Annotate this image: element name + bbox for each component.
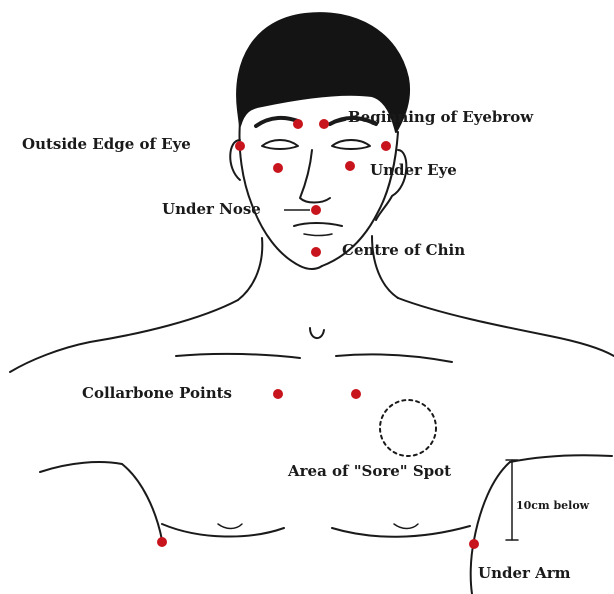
right-shoulder xyxy=(398,298,614,356)
point-under-nose xyxy=(311,205,321,215)
point-outside-eye-left xyxy=(235,141,245,151)
point-under-eye-right xyxy=(345,161,355,171)
point-centre-of-chin xyxy=(311,247,321,257)
right-nipple xyxy=(394,524,418,529)
point-under-arm-left xyxy=(157,537,167,547)
mouth xyxy=(294,223,342,226)
left-pectoral xyxy=(162,524,284,537)
point-under-arm-right xyxy=(469,539,479,549)
right-arm-outer xyxy=(510,455,612,462)
point-eyebrow-right xyxy=(319,119,329,129)
label-centre-of-chin: Centre of Chin xyxy=(342,243,465,258)
point-eyebrow-left xyxy=(293,119,303,129)
point-outside-eye-right xyxy=(381,141,391,151)
right-collarbone xyxy=(336,354,452,362)
lower-lip xyxy=(304,234,332,236)
left-arm-inner xyxy=(122,464,162,540)
left-arm-outer xyxy=(40,462,122,472)
label-under-eye: Under Eye xyxy=(370,163,457,178)
point-collarbone-right xyxy=(351,389,361,399)
left-nipple xyxy=(218,524,242,529)
neck-left xyxy=(238,238,262,300)
chin xyxy=(300,266,322,269)
point-collarbone-left xyxy=(273,389,283,399)
left-eye xyxy=(262,140,298,149)
nose xyxy=(300,150,330,203)
face-outline-left xyxy=(240,122,301,266)
throat-notch xyxy=(310,328,324,338)
label-outside-edge-of-eye: Outside Edge of Eye xyxy=(22,137,191,152)
label-collarbone-points: Collarbone Points xyxy=(82,386,232,401)
left-collarbone xyxy=(176,354,300,358)
label-under-arm: Under Arm xyxy=(478,566,571,581)
left-shoulder xyxy=(10,300,238,372)
label-area-of-sore-spot: Area of "Sore" Spot xyxy=(288,464,451,479)
point-under-eye-left xyxy=(273,163,283,173)
label-under-nose: Under Nose xyxy=(162,202,261,217)
right-eye xyxy=(332,140,370,149)
label-10cm-below: 10cm below xyxy=(516,500,589,511)
sore-spot-area xyxy=(380,400,436,456)
label-beginning-of-eyebrow: Beginning of Eyebrow xyxy=(348,110,533,125)
tapping-points xyxy=(157,119,479,549)
